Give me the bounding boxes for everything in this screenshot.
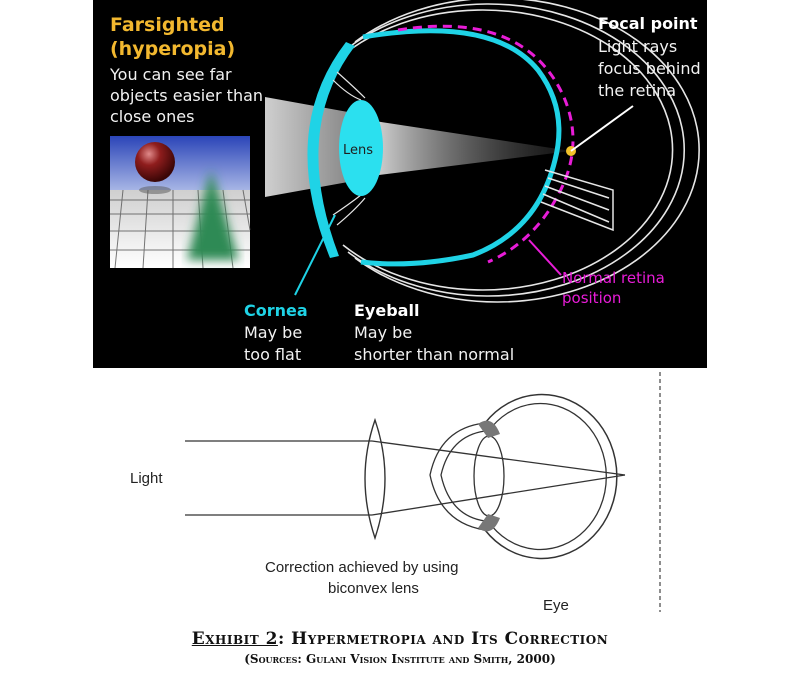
focal-point-title: Focal point <box>598 14 698 33</box>
normal-retina-label: position <box>562 289 622 307</box>
light-cone <box>355 118 571 178</box>
normal-retina-label: Normal retina <box>562 269 665 287</box>
eyeball-line: May be <box>354 323 413 342</box>
refracted-ray-top <box>371 440 626 476</box>
focal-point-line: Light rays <box>598 37 678 56</box>
retina <box>360 28 562 267</box>
eyeball-outline <box>484 393 618 560</box>
cornea-title: Cornea <box>244 301 308 320</box>
focal-pointer-line <box>570 105 634 152</box>
exhibit-number: Exhibit 2 <box>191 629 278 649</box>
lens-label: Lens <box>343 143 374 158</box>
refracted-ray-bottom <box>371 474 626 516</box>
exhibit-title: : Hypermetropia and Its Correction <box>277 629 609 649</box>
iris-top <box>478 420 500 438</box>
farsighted-title: Farsighted <box>110 14 225 36</box>
hyperopia-subtitle: (hyperopia) <box>110 38 236 60</box>
focal-point-line: focus behind <box>598 59 701 78</box>
iris-bottom <box>478 514 500 532</box>
eyeball-inner <box>487 402 607 551</box>
eyeball-walls <box>342 0 700 303</box>
biconvex-correction-graphic <box>185 372 661 612</box>
description-line: close ones <box>110 107 195 126</box>
cornea-pointer-line <box>294 214 336 296</box>
lens <box>339 100 383 196</box>
cornea-line: May be <box>244 323 303 342</box>
eyeball-line: shorter than normal <box>354 345 515 364</box>
biconvex-lens <box>364 417 386 541</box>
cornea-line: too flat <box>244 345 302 364</box>
normal-retina-dashed-line <box>397 24 575 264</box>
cornea <box>307 42 355 258</box>
blurred-scene-picture <box>110 136 251 269</box>
correction-label: Correction achieved by using <box>265 559 459 576</box>
optic-nerve <box>540 169 614 232</box>
ciliary-body <box>332 71 366 226</box>
light-beam <box>265 97 348 197</box>
eye-cross-section-graphic <box>110 0 700 303</box>
hyperopia-illustration: Farsighted (hyperopia) You can see far o… <box>93 0 707 368</box>
correction-diagram: Light Correction achieved by using bicon… <box>0 368 800 628</box>
eyeball-title: Eyeball <box>354 301 420 320</box>
eye-label: Eye <box>543 597 569 614</box>
correction-label: biconvex lens <box>328 580 419 597</box>
light-label: Light <box>130 470 163 487</box>
cornea-inner <box>440 430 486 522</box>
eye-lens <box>473 435 505 517</box>
cornea-outer <box>429 422 486 531</box>
description-line: You can see far <box>110 65 232 84</box>
sources-caption: (Sources: Gulani Vision Institute and Sm… <box>244 652 556 666</box>
exhibit-caption: Exhibit 2: Hypermetropia and Its Correct… <box>0 629 800 649</box>
focal-point-line: the retina <box>598 81 677 100</box>
description-line: objects easier than <box>110 86 264 105</box>
retina-pointer-line <box>528 239 562 276</box>
